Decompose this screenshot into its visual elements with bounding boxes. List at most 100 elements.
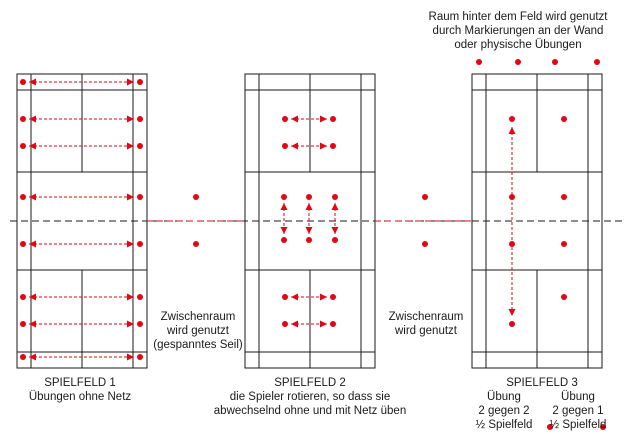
player-dot	[552, 59, 558, 65]
player-dot	[20, 116, 26, 122]
player-dot	[20, 143, 26, 149]
arrow-head	[291, 320, 298, 328]
player-dot	[281, 194, 287, 200]
player-dot	[20, 194, 26, 200]
player-dot	[422, 241, 428, 247]
player-dot	[20, 354, 26, 360]
arrow-head	[320, 320, 327, 328]
arrow-head	[29, 193, 36, 201]
court2-caption: SPIELFELD 2 die Spieler rotieren, so das…	[200, 376, 420, 418]
top-note: Raum hinter dem Feld wird genutzt durch …	[418, 10, 618, 52]
top-note-line-2: durch Markierungen an der Wand	[432, 25, 604, 37]
player-dot	[561, 241, 567, 247]
arrow-head	[331, 203, 339, 210]
player-dot	[20, 241, 26, 247]
player-dot	[306, 194, 312, 200]
player-dot	[515, 59, 521, 65]
player-dot	[137, 321, 143, 327]
court3-left-line-3: ½ Spielfeld	[475, 419, 533, 431]
arrow-head	[127, 320, 134, 328]
player-dot	[422, 194, 428, 200]
player-dot	[193, 194, 199, 200]
arrow-head	[291, 293, 298, 301]
arrow-head	[29, 115, 36, 123]
arrow-head	[508, 127, 516, 134]
arrow-head	[320, 293, 327, 301]
court3-right-line-2: 2 gegen 1	[552, 405, 604, 417]
player-dot	[547, 424, 553, 430]
player-dot	[330, 294, 336, 300]
player-dot	[332, 194, 338, 200]
player-dot	[20, 321, 26, 327]
court1-caption: SPIELFELD 1 Übungen ohne Netz	[20, 376, 140, 404]
court3-right-line-3: ½ Spielfeld	[549, 419, 607, 431]
gap1-note: Zwischenraum wird genutzt (gespanntes Se…	[138, 310, 258, 352]
player-dot	[137, 294, 143, 300]
arrow-head	[331, 227, 339, 234]
player-dot	[509, 321, 515, 327]
player-dot	[330, 143, 336, 149]
arrow-head	[305, 203, 313, 210]
court2-line-2: die Spieler rotieren, so dass sie	[229, 391, 391, 403]
player-dot	[600, 424, 606, 430]
gap1-note-line-2: wird genutzt	[166, 325, 229, 337]
court2-title: SPIELFELD 2	[274, 377, 346, 389]
arrow-head	[127, 293, 134, 301]
arrow-head	[305, 227, 313, 234]
player-dot	[561, 116, 567, 122]
arrow-head	[320, 115, 327, 123]
player-dot	[282, 294, 288, 300]
player-dot	[281, 237, 287, 243]
top-note-line-1: Raum hinter dem Feld wird genutzt	[428, 11, 608, 23]
gap2-note-line-2: wird genutzt	[394, 325, 457, 337]
player-dot	[137, 143, 143, 149]
arrow-head	[127, 115, 134, 123]
court3-left-caption: Übung 2 gegen 2 ½ Spielfeld	[470, 390, 538, 432]
player-dot	[137, 354, 143, 360]
player-dot	[476, 59, 482, 65]
gap1-note-line-3: (gespanntes Seil)	[153, 339, 243, 351]
arrow-head	[127, 142, 134, 150]
player-dot	[20, 79, 26, 85]
court3-title: SPIELFELD 3	[506, 377, 578, 389]
player-dot	[137, 79, 143, 85]
arrow-head	[29, 320, 36, 328]
court2-line-3: abwechselnd ohne und mit Netz üben	[213, 405, 407, 417]
player-dot	[137, 194, 143, 200]
arrow-head	[127, 193, 134, 201]
arrow-head	[127, 240, 134, 248]
gap2-note: Zwischenraum wird genutzt	[366, 310, 486, 338]
arrow-head	[508, 309, 516, 316]
gap2-note-line-1: Zwischenraum	[388, 311, 464, 323]
player-dot	[137, 116, 143, 122]
player-dot	[193, 241, 199, 247]
player-dot	[330, 116, 336, 122]
arrow-head	[29, 142, 36, 150]
arrow-head	[291, 142, 298, 150]
player-dot	[306, 237, 312, 243]
player-dot	[594, 59, 600, 65]
player-dot	[20, 294, 26, 300]
court3-left-line-1: Übung	[487, 391, 521, 403]
court3-right-caption: Übung 2 gegen 1 ½ Spielfeld	[542, 390, 614, 432]
player-dot	[282, 321, 288, 327]
gap1-note-line-1: Zwischenraum	[160, 311, 236, 323]
court1-title: SPIELFELD 1	[44, 377, 116, 389]
arrow-head	[291, 115, 298, 123]
arrow-head	[29, 78, 36, 86]
player-dot	[561, 294, 567, 300]
player-dot	[509, 116, 515, 122]
player-dot	[137, 241, 143, 247]
arrow-head	[320, 142, 327, 150]
arrow-head	[127, 78, 134, 86]
arrow-head	[280, 203, 288, 210]
player-dot	[282, 143, 288, 149]
player-dot	[330, 321, 336, 327]
court1-subtitle: Übungen ohne Netz	[28, 391, 132, 403]
player-dot	[282, 116, 288, 122]
arrow-head	[127, 353, 134, 361]
player-dot	[332, 237, 338, 243]
arrow-head	[29, 353, 36, 361]
arrow-head	[280, 227, 288, 234]
